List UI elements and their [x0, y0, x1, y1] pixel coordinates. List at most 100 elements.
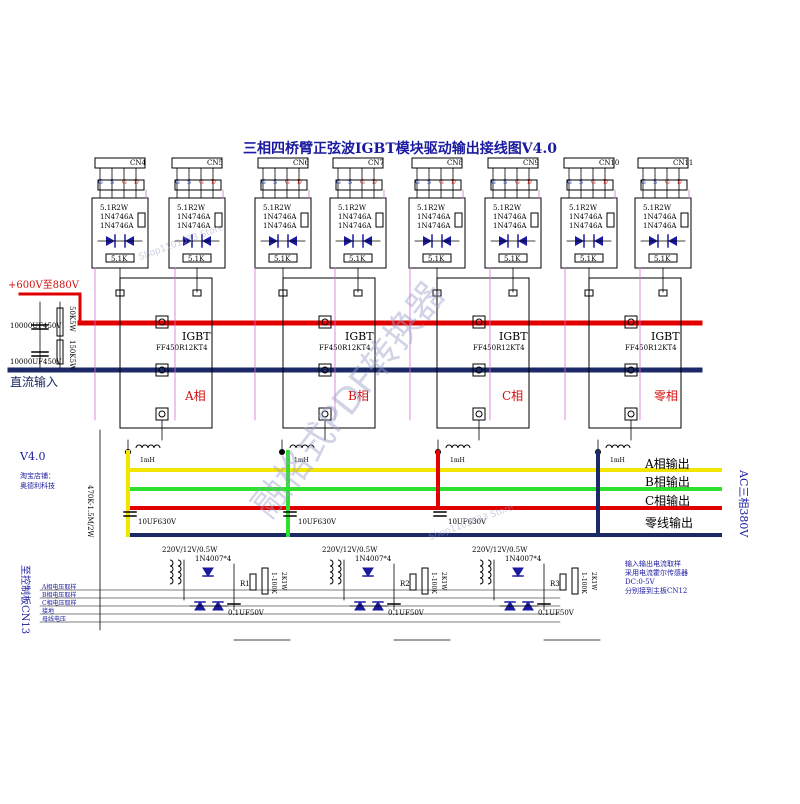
terminal-screw — [158, 318, 166, 326]
bridge-diode-label: 1N4007*4 — [355, 555, 392, 563]
gate-terminal — [658, 289, 668, 297]
connector-cn9 — [487, 157, 539, 169]
zener-label: 1N4746A — [338, 222, 372, 230]
gate-resistor — [422, 253, 452, 263]
phase-label: A相 — [184, 389, 206, 403]
gate-resistor — [268, 253, 298, 263]
transformer-primary-icon — [479, 559, 484, 585]
igbt-label: IGBT — [345, 330, 374, 343]
resistor-label: 5.1R2W — [493, 204, 522, 212]
sense-pot — [571, 567, 579, 595]
bleed-resistor-bottom — [56, 339, 64, 365]
zener-label: 1N4746A — [643, 222, 677, 230]
pin-label: G — [285, 179, 290, 186]
transformer-label: 220V/12V/0.5W — [162, 546, 218, 554]
pin-label: G — [360, 179, 365, 186]
pin-header — [335, 179, 383, 191]
resistor-label: 5.1R2W — [263, 204, 292, 212]
pot-label: 1-100K — [580, 572, 587, 594]
module-terminal — [318, 363, 332, 377]
control-line-label: 母线电压 — [42, 615, 66, 623]
module-terminal — [155, 315, 169, 329]
gate-resistor — [648, 253, 678, 263]
zener-label: 1N4746A — [569, 213, 603, 221]
transformer-secondary-icon — [337, 559, 342, 585]
igbt-part-label: FF450R12KT4 — [156, 344, 208, 352]
igbt-label: IGBT — [651, 330, 680, 343]
pin-label: G — [122, 179, 127, 186]
pin-label: S — [110, 179, 114, 186]
gate-resistor — [105, 253, 135, 263]
shop-label: 淘宝店铺： — [20, 471, 55, 480]
igbt-module-2 — [282, 277, 376, 429]
pin-label: G — [261, 179, 266, 186]
zener-label: 1N4746A — [417, 222, 451, 230]
transformer-secondary-icon — [177, 559, 182, 585]
terminal-screw — [158, 366, 166, 374]
pin-label: G — [439, 179, 444, 186]
pot-label: 1-100K — [430, 572, 437, 594]
module-terminal — [472, 363, 486, 377]
pin-header — [97, 179, 145, 191]
phase-label: C相 — [502, 389, 523, 403]
pin-label: G — [591, 179, 596, 186]
gate-resistor — [182, 253, 212, 263]
resistor-icon — [214, 212, 223, 228]
gate-terminal — [508, 289, 518, 297]
pin-label: S — [427, 179, 431, 186]
module-terminal — [318, 315, 332, 329]
dc-input-label: 直流输入 — [10, 374, 58, 389]
module-terminal — [624, 363, 638, 377]
bridge-diode-label: 1N4007*4 — [195, 555, 232, 563]
module-terminal — [624, 315, 638, 329]
terminal-screw — [475, 318, 483, 326]
pin-header — [260, 179, 308, 191]
output-a-label: A相输出 — [644, 456, 690, 471]
module-terminal — [155, 407, 169, 421]
resistor-label: 5.1R2W — [100, 204, 129, 212]
sense-resistor — [249, 573, 257, 591]
inductor-icon — [605, 444, 631, 449]
transformer-primary-icon — [329, 559, 334, 585]
connector-label-cn7: CN7 — [368, 159, 384, 167]
gate-resistor-label: 5.1K — [111, 255, 128, 263]
cap-label-top: 10000UF450V — [10, 322, 62, 330]
note-line: DC:0-5V — [625, 578, 656, 586]
gate-resistor-label: 5.1K — [274, 255, 291, 263]
pin-label: G — [665, 179, 670, 186]
phase-label: B相 — [348, 389, 369, 403]
gate-resistor — [343, 253, 373, 263]
bridge-diode-label: 1N4007*4 — [505, 555, 542, 563]
igbt-label: IGBT — [499, 330, 528, 343]
resistor-icon — [137, 212, 146, 228]
gate-resistor-label: 5.1K — [504, 255, 521, 263]
resistor-icon — [606, 212, 615, 228]
terminal-screw — [321, 366, 329, 374]
pin-header — [566, 179, 614, 191]
pin-label: G — [336, 179, 341, 186]
zener-label: 1N4746A — [569, 222, 603, 230]
pin-header — [490, 179, 538, 191]
terminal-screw — [627, 318, 635, 326]
sense-pot — [421, 567, 429, 595]
control-line-label: 接地 — [42, 607, 54, 615]
inductor-icon — [445, 444, 471, 449]
pot-label: 1-100K — [270, 572, 277, 594]
zener-label: 1N4746A — [643, 213, 677, 221]
ac-label: AC三相380V — [737, 469, 750, 538]
note-line: 分别接到主板CN12 — [625, 586, 687, 595]
zener-label: 1N4746A — [493, 213, 527, 221]
module-terminal — [155, 363, 169, 377]
bridge-diode-icon — [512, 567, 524, 577]
module-terminal — [472, 315, 486, 329]
transformer-primary-icon — [169, 559, 174, 585]
bridge-diode-icon — [202, 567, 214, 577]
inductor-icon — [289, 444, 315, 449]
phase-label: 零相 — [654, 389, 678, 403]
resistor-label: 5.1R2W — [177, 204, 206, 212]
r-val-label: 2K1W — [280, 572, 287, 591]
transformer-label: 220V/12V/0.5W — [322, 546, 378, 554]
pin-label: G — [175, 179, 180, 186]
output-cap-label: 10UF630V — [298, 518, 337, 526]
